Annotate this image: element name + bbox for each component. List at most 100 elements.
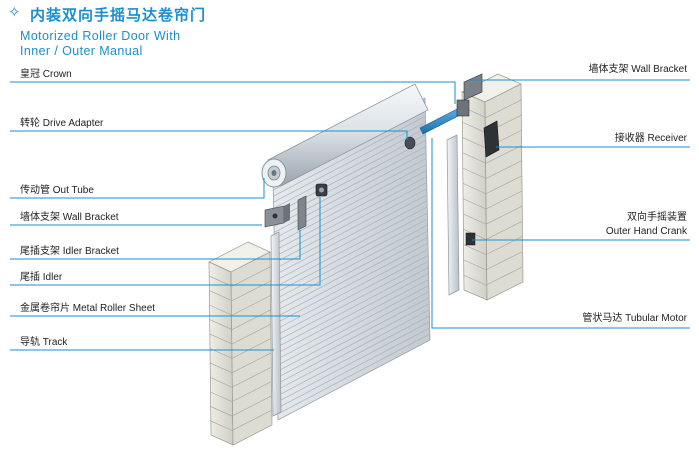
leader-tubular-motor — [431, 138, 690, 329]
brick-course — [231, 410, 272, 431]
brick-course — [462, 259, 487, 271]
label-wall-bracket-left: 墙体支架 Wall Bracket — [20, 212, 119, 223]
sheet-slat — [276, 267, 429, 348]
brick-course — [231, 280, 272, 302]
outer-hand-crank — [465, 232, 476, 246]
brick-course — [485, 160, 523, 179]
sheet-slat — [274, 194, 428, 276]
sheet-slat — [273, 127, 426, 209]
sheet-slat — [274, 200, 428, 282]
sheet-slat — [276, 285, 430, 366]
label-out-tube: 传动管 Out Tube — [20, 185, 94, 196]
label-track: 导轨 Track — [20, 337, 68, 348]
label-hand-crank-cn: 双向手摇装置 — [627, 212, 687, 223]
sheet-slat — [273, 121, 426, 203]
sheet-slat — [276, 297, 430, 378]
sheet-slat — [277, 315, 430, 397]
leader-idler-bracket — [10, 230, 301, 260]
sheet-slat — [275, 230, 428, 312]
brick-course — [209, 333, 233, 345]
brick-course — [462, 122, 487, 134]
brick-course — [485, 99, 523, 118]
label-hand-crank-en: Outer Hand Crank — [605, 226, 687, 237]
idler-bracket — [297, 195, 307, 231]
title-english-line1: Motorized Roller Door With — [20, 29, 181, 43]
crown — [456, 99, 470, 117]
sheet-slat — [275, 224, 428, 306]
label-wall-bracket-right: 墙体支架 Wall Bracket — [588, 64, 687, 75]
sheet-slat — [276, 291, 430, 372]
sparkle-icon: ✧ — [8, 4, 21, 21]
label-drive-adapter: 转轮 Drive Adapter — [20, 118, 104, 129]
brick-course — [231, 309, 272, 330]
brick-course — [462, 167, 487, 179]
sheet-slat — [277, 303, 430, 385]
sheet-slat — [276, 254, 429, 336]
sheet-slat — [275, 206, 428, 288]
label-idler: 尾插 Idler — [20, 272, 63, 283]
brick-course — [231, 381, 272, 402]
sheet-slat — [275, 212, 428, 294]
sheet-slat — [276, 279, 429, 360]
back-track — [446, 134, 460, 296]
leader-lines — [10, 79, 690, 351]
brick-course — [485, 190, 523, 210]
receiver — [483, 120, 500, 158]
brick-course — [209, 290, 233, 302]
brick-course — [209, 362, 233, 374]
title-english-line2: Inner / Outer Manual — [20, 44, 143, 58]
label-tubular-motor: 管状马达 Tubular Motor — [582, 313, 687, 324]
brick-course — [231, 266, 272, 287]
brick-course — [462, 137, 487, 149]
sheet-slat — [275, 248, 429, 330]
sheet-slat — [277, 309, 430, 391]
brick-course — [231, 294, 272, 316]
leader-out-tube — [10, 178, 265, 199]
leader-idler — [10, 197, 321, 286]
brick-course — [462, 152, 487, 164]
brick-course — [485, 221, 523, 240]
brick-course — [231, 323, 272, 345]
brick-course — [231, 352, 272, 374]
brick-course — [485, 175, 523, 195]
brick-course — [462, 198, 487, 210]
title-chinese: 内装双向手摇马达卷帘门 — [30, 7, 207, 24]
leader-drive-adapter — [10, 130, 408, 140]
sheet-slat — [277, 327, 430, 409]
brick-course — [209, 319, 233, 330]
brick-course — [485, 205, 523, 225]
brick-course — [485, 266, 523, 286]
brick-course — [462, 244, 487, 255]
brick-course — [209, 420, 233, 431]
brick-course — [231, 395, 272, 417]
brick-course — [209, 391, 233, 402]
label-receiver: 接收器 Receiver — [614, 133, 687, 144]
left-wall-bracket — [264, 203, 290, 228]
sheet-slat — [276, 273, 429, 354]
front-track — [270, 231, 282, 417]
out-tube — [261, 83, 429, 188]
brick-course — [462, 183, 487, 195]
sheet-slat — [276, 261, 429, 342]
sheet-slat — [277, 321, 430, 403]
brick-course — [231, 338, 272, 359]
front-brick-pillar — [208, 241, 273, 446]
brick-course — [209, 377, 233, 388]
sheet-slat — [275, 218, 428, 300]
label-crown: 皇冠 Crown — [20, 69, 72, 80]
sheet-slat — [273, 115, 426, 197]
label-idler-bracket: 尾插支架 Idler Bracket — [20, 246, 119, 257]
brick-course — [231, 367, 272, 388]
idler — [315, 183, 328, 197]
brick-course — [209, 304, 233, 316]
rear-brick-pillar — [461, 73, 524, 301]
brick-course — [485, 145, 523, 164]
sheet-slat — [275, 236, 429, 318]
sheet-slat — [275, 242, 429, 324]
sheet-slat — [277, 333, 431, 415]
leader-crown — [10, 81, 456, 104]
label-metal-roller-sheet: 金属卷帘片 Metal Roller Sheet — [20, 303, 156, 314]
brick-course — [462, 274, 487, 286]
brick-course — [462, 213, 487, 225]
